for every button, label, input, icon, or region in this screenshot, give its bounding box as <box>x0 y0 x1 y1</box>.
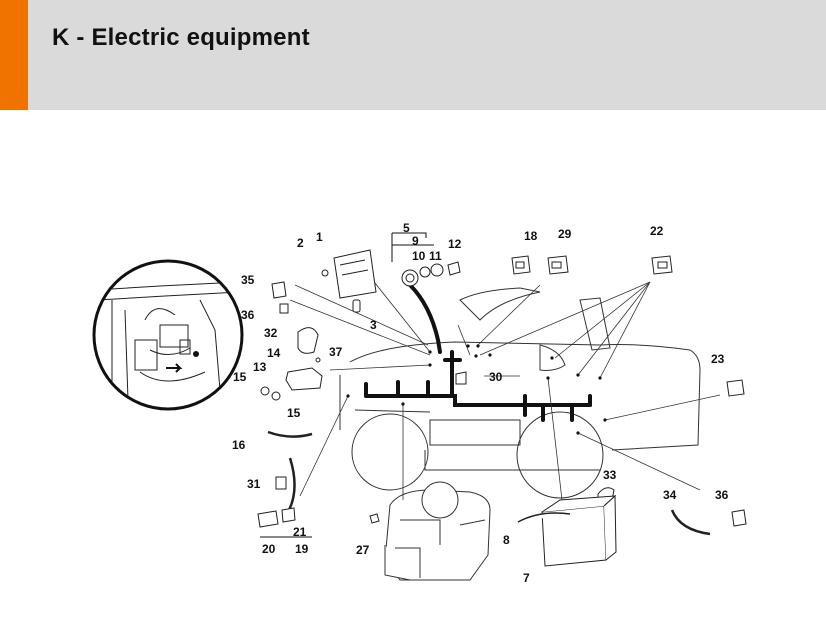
part-label: 3 <box>370 318 377 332</box>
screw-2 <box>321 269 329 277</box>
switch-18 <box>511 255 531 275</box>
clip-30 <box>455 371 467 385</box>
relay-35 <box>271 281 287 299</box>
page-title: K - Electric equipment <box>52 24 310 51</box>
switch-29 <box>547 255 569 275</box>
part-label: 16 <box>232 438 246 452</box>
part-label: 19 <box>295 542 309 556</box>
part-label: 14 <box>267 346 281 360</box>
screw-37 <box>315 357 321 363</box>
nut-27 <box>369 513 380 524</box>
connector-20 <box>257 510 279 528</box>
wiring-harness <box>364 283 592 422</box>
part-label: 27 <box>356 543 370 557</box>
control-module-1 <box>333 249 377 299</box>
cable-16 <box>267 430 313 438</box>
part-label: 15 <box>287 406 301 420</box>
tractor-outline <box>339 287 701 499</box>
part-label: 35 <box>241 273 255 287</box>
part-label: 13 <box>253 360 267 374</box>
part-label: 31 <box>247 477 261 491</box>
switch-22 <box>651 255 673 275</box>
washer-11 <box>430 263 444 277</box>
accent-bar <box>0 0 28 110</box>
part-label: 1 <box>316 230 323 244</box>
part-label: 18 <box>524 229 538 243</box>
part-label: 30 <box>489 370 503 384</box>
part-label: 15 <box>233 370 247 384</box>
part-label: 29 <box>558 227 572 241</box>
part-label: 11 <box>429 249 442 263</box>
group-brackets <box>260 232 434 538</box>
switch-23 <box>726 379 745 397</box>
components <box>257 249 747 567</box>
engine <box>384 481 491 581</box>
part-label: 9 <box>412 234 419 248</box>
solenoid-13 <box>285 367 323 391</box>
bulb-32 <box>297 327 319 354</box>
part-label: 33 <box>603 468 617 482</box>
part-label: 36 <box>715 488 729 502</box>
part-label: 36 <box>241 308 255 322</box>
callout-dots <box>346 344 607 435</box>
part-label: 5 <box>403 221 410 235</box>
part-label: 20 <box>262 542 276 556</box>
relay-36 <box>279 303 289 314</box>
part-label: 37 <box>329 345 343 359</box>
inset-detail <box>92 259 244 411</box>
part-labels: 1 2 3 5 9 10 11 12 18 29 22 35 36 32 14 … <box>232 221 729 585</box>
part-label: 21 <box>293 525 307 539</box>
connector-31 <box>275 476 287 490</box>
ignition-switch-9 <box>401 269 419 287</box>
connector-19 <box>281 507 296 523</box>
cable-8 <box>517 512 571 523</box>
switch-36b <box>731 509 747 527</box>
nut-10 <box>419 266 431 278</box>
part-label: 10 <box>412 249 426 263</box>
part-label: 23 <box>711 352 725 366</box>
nut-15a <box>260 386 270 396</box>
page-header: K - Electric equipment <box>0 0 826 110</box>
key-12 <box>447 261 461 276</box>
cable-34 <box>670 509 711 536</box>
battery-7 <box>541 494 617 567</box>
part-label: 8 <box>503 533 510 547</box>
part-label: 34 <box>663 488 677 502</box>
part-label: 7 <box>523 571 530 585</box>
nut-15b <box>271 391 281 401</box>
part-label: 22 <box>650 224 664 238</box>
part-label: 12 <box>448 237 462 251</box>
part-label: 32 <box>264 326 278 340</box>
cable-21 <box>286 457 296 513</box>
part-label: 2 <box>297 236 304 250</box>
fuse-3 <box>352 299 361 313</box>
